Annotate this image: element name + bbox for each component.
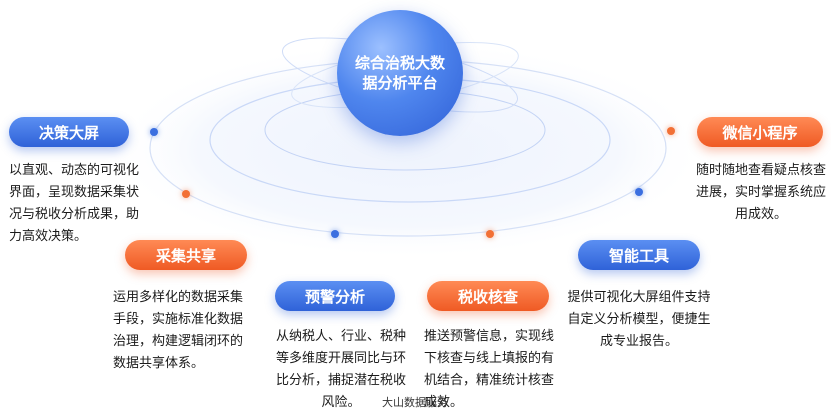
watermark: 大山数据服务 [382,396,448,409]
yujing-pill: 预警分析 [275,281,395,311]
caiji-pill: 采集共享 [125,240,247,270]
shuishou-label: 税收核查 [457,287,518,306]
orbit-dot [150,128,158,136]
weixin-label: 微信小程序 [722,123,798,142]
yujing-label: 预警分析 [304,287,365,306]
outer-halo [108,40,708,260]
center-title: 综合治税大数据分析平台 [354,54,445,92]
juece-description: 以直观、动态的可视化界面，呈现数据采集状况与税收分析成果，助力高效决策。 [9,163,140,244]
orbit-dot [667,127,675,135]
zhineng-label: 智能工具 [608,246,669,265]
center-platform: 综合治税大数据分析平台 [337,10,463,136]
zhineng-description: 提供可视化大屏组件支持自定义分析模型，便捷生成专业报告。 [567,290,711,349]
caiji-label: 采集共享 [155,246,216,265]
juece-pill: 决策大屏 [9,117,129,147]
orbit-dot [331,230,339,238]
orbit-dot [635,188,643,196]
zhineng-pill: 智能工具 [578,240,700,270]
juece-label: 决策大屏 [38,123,99,142]
shuishou-pill: 税收核查 [427,281,549,311]
weixin-description: 随时随地查看疑点核查进展，实时掌握系统应用成效。 [695,163,826,222]
weixin-pill: 微信小程序 [697,117,823,147]
caiji-description: 运用多样化的数据采集手段，实施标准化数据治理，构建逻辑闭环的数据共享体系。 [113,290,244,371]
orbit-dot [182,190,190,198]
orbit-dot [486,230,494,238]
yujing-description: 从纳税人、行业、税种等多维度开展同比与环比分析，捕捉潜在税收风险。 [275,329,406,410]
shuishou-description: 推送预警信息，实现线下核查与线上填报的有机结合，精准统计核查成效。 [424,329,555,410]
